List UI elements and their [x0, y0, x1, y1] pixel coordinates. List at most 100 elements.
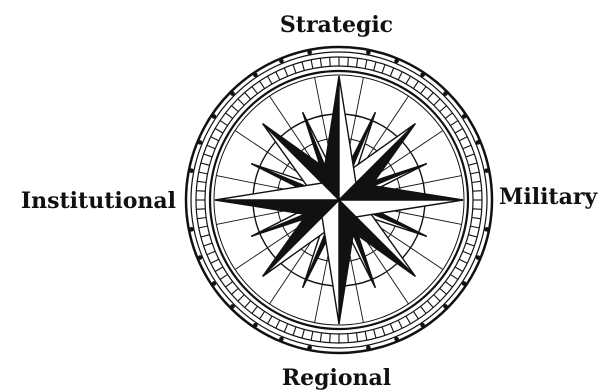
scale-tick: [398, 72, 402, 80]
scale-tick: [276, 320, 280, 328]
scale-tick: [348, 57, 349, 66]
scale-tick: [201, 235, 210, 237]
scale-tick: [252, 306, 257, 313]
scale-tick: [226, 113, 233, 118]
scale-tick: [320, 58, 321, 67]
scale-tick: [245, 301, 251, 308]
edge-dot: [484, 227, 489, 232]
scale-tick: [220, 121, 227, 126]
scale-tick: [413, 81, 418, 88]
scale-tick: [390, 324, 393, 332]
scale-tick: [276, 72, 280, 80]
scale-tick: [466, 243, 475, 246]
scale-tick: [466, 154, 475, 157]
cardinal-point: [339, 200, 356, 324]
label-regional: Regional: [0, 367, 603, 389]
edge-dot: [212, 281, 217, 286]
scale-tick: [311, 60, 313, 69]
scale-tick: [365, 331, 367, 340]
scale-tick: [421, 306, 426, 313]
scale-tick: [302, 329, 304, 338]
cardinal-point: [339, 76, 356, 200]
scale-tick: [468, 235, 477, 237]
scale-tick: [201, 163, 210, 165]
scale-tick: [284, 68, 287, 76]
cardinal-point: [339, 200, 463, 217]
edge-dot: [484, 168, 489, 173]
edge-dot: [443, 304, 448, 309]
scale-tick: [365, 60, 367, 69]
edge-dot: [189, 227, 194, 232]
scale-tick: [238, 295, 244, 301]
scale-tick: [463, 145, 471, 148]
edge-dot: [420, 323, 425, 328]
scale-tick: [421, 87, 426, 94]
center-dot: [337, 198, 341, 202]
scale-tick: [293, 65, 296, 74]
scale-tick: [204, 154, 213, 157]
cardinal-point: [215, 200, 339, 217]
scale-tick: [398, 320, 402, 328]
label-strategic: Strategic: [0, 14, 603, 36]
scale-tick: [440, 106, 447, 112]
scale-tick: [472, 181, 481, 182]
scale-tick: [320, 333, 321, 342]
scale-tick: [330, 334, 331, 343]
scale-tick: [204, 243, 213, 246]
scale-tick: [427, 301, 433, 308]
scale-tick: [196, 191, 205, 192]
edge-dot: [420, 73, 425, 78]
scale-tick: [356, 333, 357, 342]
edge-dot: [476, 140, 481, 145]
scale-tick: [406, 316, 411, 324]
scale-tick: [473, 191, 482, 192]
scale-tick: [207, 145, 215, 148]
edge-dot: [279, 59, 284, 64]
scale-tick: [211, 137, 219, 141]
scale-tick: [356, 58, 357, 67]
scale-tick: [311, 331, 313, 340]
scale-tick: [260, 311, 265, 318]
scale-tick: [268, 316, 273, 324]
scale-tick: [252, 87, 257, 94]
scale-tick: [434, 295, 440, 301]
edge-dot: [189, 168, 194, 173]
scale-tick: [450, 121, 457, 126]
scale-tick: [226, 282, 233, 287]
scale-tick: [434, 99, 440, 105]
scale-tick: [207, 251, 215, 254]
edge-dot: [307, 345, 312, 350]
edge-dot: [307, 50, 312, 55]
scale-tick: [390, 68, 393, 76]
scale-tick: [472, 217, 481, 218]
scale-tick: [468, 163, 477, 165]
scale-tick: [199, 172, 208, 174]
scale-tick: [284, 324, 287, 332]
scale-tick: [330, 57, 331, 66]
scale-tick: [215, 267, 223, 272]
scale-tick: [473, 209, 482, 210]
scale-tick: [302, 62, 304, 71]
scale-tick: [211, 259, 219, 263]
cardinal-point: [322, 76, 339, 200]
scale-tick: [215, 129, 223, 134]
scale-tick: [406, 76, 411, 84]
scale-tick: [382, 327, 385, 336]
scale-tick: [231, 288, 238, 294]
scale-tick: [238, 99, 244, 105]
edge-dot: [443, 91, 448, 96]
scale-tick: [374, 62, 376, 71]
edge-dot: [462, 114, 467, 119]
edge-dot: [279, 337, 284, 342]
cardinal-point: [339, 183, 463, 200]
edge-dot: [394, 337, 399, 342]
scale-tick: [374, 329, 376, 338]
edge-dot: [366, 345, 371, 350]
scale-tick: [245, 92, 251, 99]
edge-dot: [230, 91, 235, 96]
edge-dot: [198, 255, 203, 260]
cardinal-point: [215, 183, 339, 200]
edge-dot: [212, 114, 217, 119]
edge-dot: [230, 304, 235, 309]
